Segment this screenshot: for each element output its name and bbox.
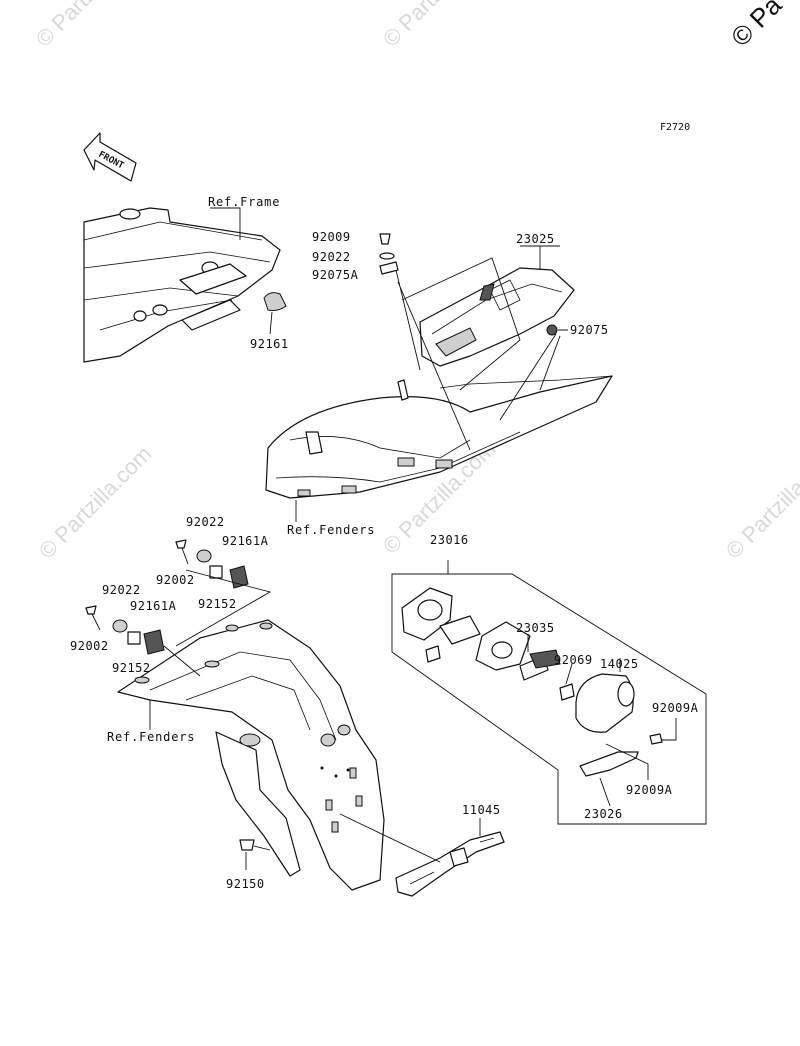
part-label-14025: 14025 [600, 657, 639, 671]
part-label-92161: 92161 [250, 337, 289, 351]
watermark-text: © Partzilla.com [31, 0, 154, 52]
part-label-92022-a: 92022 [186, 515, 225, 529]
license-lamp-group [391, 560, 707, 825]
part-label-92161A-b: 92161A [130, 599, 177, 613]
ref-frame-label: Ref.Frame [208, 195, 280, 209]
part-label-92152-b: 92152 [112, 661, 151, 675]
part-label-92022-b: 92022 [102, 583, 141, 597]
part-label-92075: 92075 [570, 323, 609, 337]
part-label-92161A-a: 92161A [222, 534, 269, 548]
part-label-23025: 23025 [516, 232, 555, 246]
ref-fenders-lower-label: Ref.Fenders [107, 730, 195, 744]
part-label-23035: 23035 [516, 621, 555, 635]
watermark-text: © Partzilla.com [34, 441, 157, 564]
front-arrow-icon: FRONT [83, 132, 137, 182]
ref-fenders-upper-label: Ref.Fenders [287, 523, 375, 537]
part-label-92022-top: 92022 [312, 250, 351, 264]
part-label-92002-a: 92002 [156, 573, 195, 587]
frame-assembly [83, 207, 287, 363]
fastener-92150 [239, 839, 271, 870]
corner-watermark: © Pa [725, 0, 788, 52]
part-label-23026: 23026 [584, 807, 623, 821]
license-bracket [339, 813, 505, 897]
part-label-92069: 92069 [554, 653, 593, 667]
watermark-text: © Partzilla.com [721, 441, 800, 564]
part-label-11045: 11045 [462, 803, 501, 817]
rear-fender [117, 619, 385, 891]
part-label-92152-a: 92152 [198, 597, 237, 611]
hardware-group-upper [175, 539, 272, 647]
part-label-92075A: 92075A [312, 268, 359, 282]
part-label-92009-top: 92009 [312, 230, 351, 244]
part-label-92002-b: 92002 [70, 639, 109, 653]
upper-fender [265, 375, 613, 499]
watermark-text: © Partzilla.com [378, 0, 501, 52]
figure-code: F2720 [660, 122, 690, 133]
hardware-group-lower [85, 605, 201, 677]
part-label-23016: 23016 [430, 533, 469, 547]
part-label-92009A-a: 92009A [652, 701, 699, 715]
tail-lamp-assembly [419, 267, 575, 367]
part-label-92150: 92150 [226, 877, 265, 891]
part-label-92009A-b: 92009A [626, 783, 673, 797]
